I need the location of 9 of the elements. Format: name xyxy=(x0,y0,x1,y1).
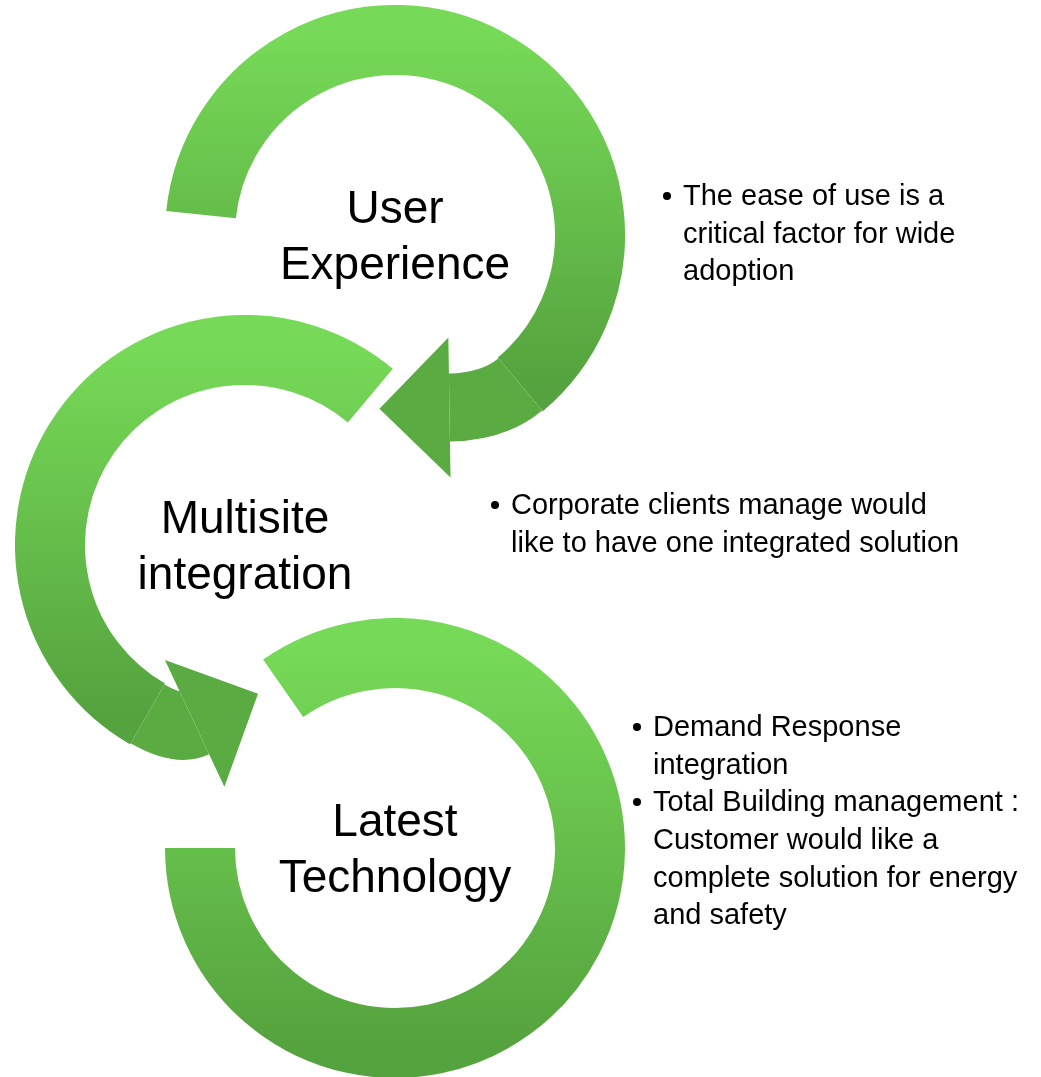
bullet-text: Total Building management : Customer would like a complete solution for energy and safety xyxy=(653,784,1020,933)
ring-label: Latest Technology xyxy=(277,792,513,904)
arrow xyxy=(379,337,542,478)
ring-label: User Experience xyxy=(278,179,512,291)
bullet-text: The ease of use is a critical factor for wide adoption xyxy=(683,178,957,289)
bullet-text: Corporate clients manage would like to have one integrated solution xyxy=(511,487,961,560)
arrow xyxy=(131,658,260,789)
bullet-text: Demand Response integration xyxy=(653,709,903,782)
ring-label: Multisite integration xyxy=(136,489,354,601)
